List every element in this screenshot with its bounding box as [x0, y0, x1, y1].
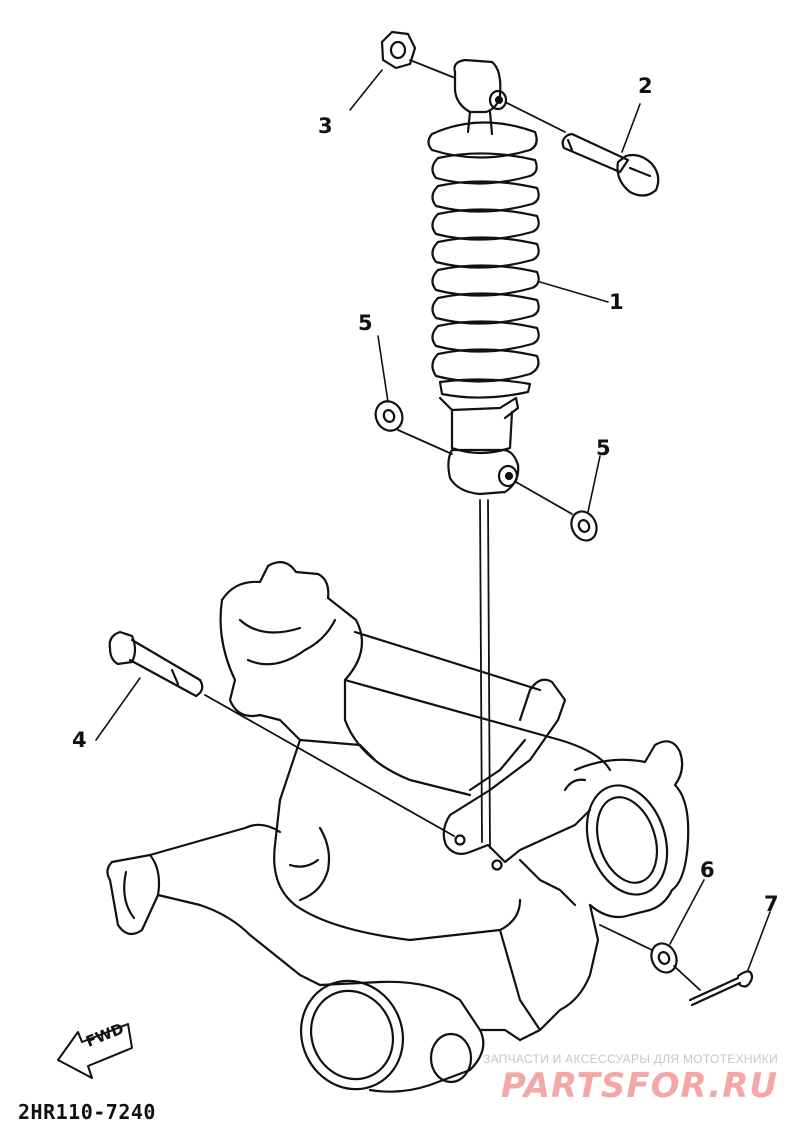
callout-1: 1 — [609, 290, 624, 314]
callout-2: 2 — [638, 74, 653, 98]
watermark-logo[interactable]: PARTSFOR.RU — [500, 1066, 778, 1106]
cotter-pin-part — [688, 970, 754, 1007]
washer-6-part — [650, 942, 678, 974]
watermark-tagline: ЗАПЧАСТИ И АКСЕССУАРЫ ДЛЯ МОТОТЕХНИКИ — [482, 1052, 778, 1066]
callout-7: 7 — [764, 892, 779, 916]
shock-absorber-part — [427, 58, 540, 496]
diagram-code: 2HR110-7240 — [18, 1100, 156, 1124]
washer-upper-part — [374, 400, 404, 432]
shock-lower-bolt-part — [108, 630, 204, 698]
callout-5-upper: 5 — [358, 311, 373, 335]
washer-lower-part — [570, 510, 598, 542]
callout-6: 6 — [700, 858, 715, 882]
callout-5-lower: 5 — [596, 436, 611, 460]
shock-upper-bolt-part — [561, 132, 660, 197]
fwd-arrow-icon — [57, 1023, 133, 1079]
shock-upper-nut-part — [380, 30, 417, 70]
leader-lines — [95, 69, 771, 971]
callout-4: 4 — [72, 728, 87, 752]
assembly-lines — [204, 59, 701, 991]
callout-3: 3 — [318, 114, 333, 138]
swingarm-part — [106, 561, 690, 1093]
